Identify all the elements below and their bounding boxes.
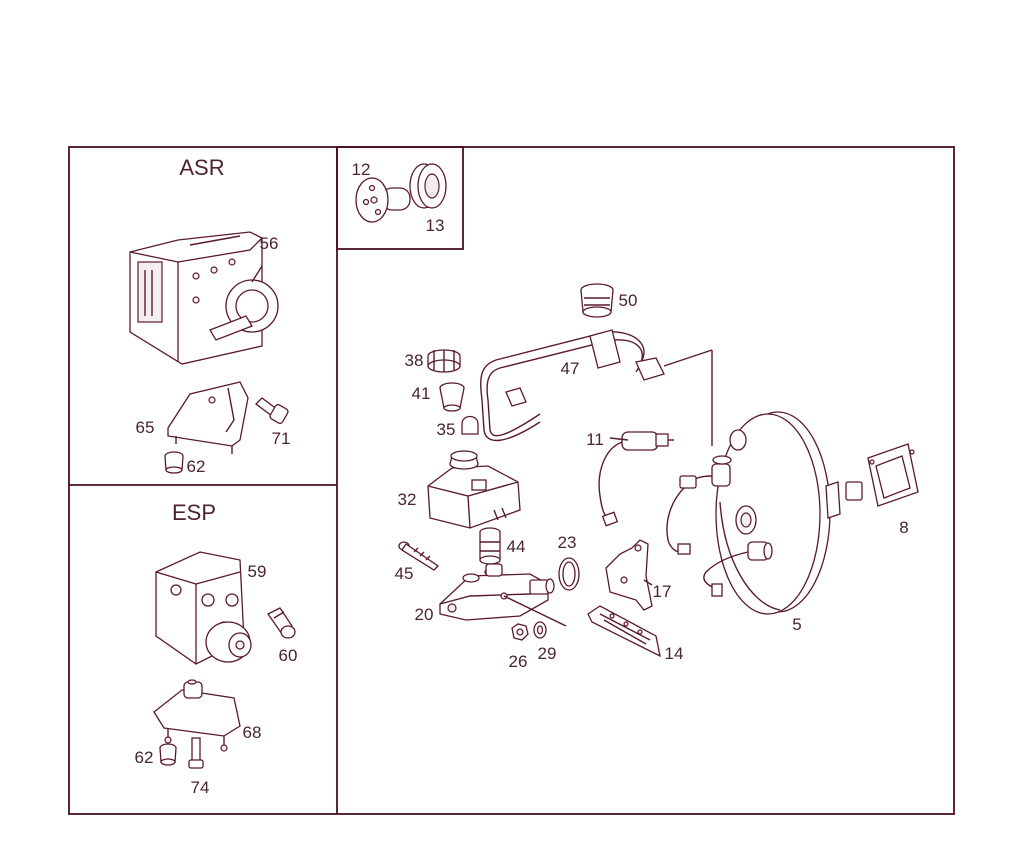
bracket [605,539,653,611]
diagram-frames [68,146,955,815]
booster-gasket [867,443,919,507]
callout-62-esp: 62 [135,748,154,767]
callout-68: 68 [243,723,262,742]
booster-sensor-lower [703,541,773,597]
booster-sensor-upper [666,455,732,555]
brake-booster [715,411,863,615]
callout-13: 13 [426,216,445,235]
inset-box [336,146,464,250]
callout-29: 29 [538,644,557,663]
callout-23: 23 [558,533,577,552]
reservoir-plug [461,415,479,435]
asr-panel-title: ASR [179,155,224,180]
esp-hydraulic-unit [155,551,252,665]
esp-pressure-sensor [267,607,296,639]
callout-35: 35 [437,420,456,439]
inset-valve-part [355,177,411,223]
callout-11: 11 [586,430,604,449]
brake-master-cylinder [439,563,567,627]
seal-ring [558,557,580,591]
stop-light-switch [598,431,674,527]
callout-26: 26 [509,652,528,671]
callout-65: 65 [136,418,155,437]
callout-5: 5 [792,615,801,634]
callout-20: 20 [415,605,434,624]
callout-labels: 56 65 71 62 59 60 68 62 74 12 13 50 47 3… [135,160,909,797]
callout-45: 45 [395,564,414,583]
vacuum-line [480,329,713,446]
callout-14: 14 [665,644,684,663]
bushing [479,527,501,565]
hose-sleeve [580,283,614,318]
asr-mounting-bracket [167,381,249,454]
esp-mounting-bracket [153,679,241,752]
leader-lines [609,437,653,586]
callout-60: 60 [279,646,298,665]
callout-74: 74 [191,778,210,797]
callout-44: 44 [507,537,526,556]
callout-62-asr: 62 [187,457,206,476]
callout-71: 71 [272,429,291,448]
callout-17: 17 [653,582,672,601]
callout-47: 47 [561,359,580,378]
callout-50: 50 [619,291,638,310]
callout-56: 56 [260,234,279,253]
pedal-cover [587,605,661,658]
washer [533,621,547,639]
asr-hydraulic-unit [129,231,279,365]
callout-59: 59 [248,562,267,581]
outer-frame [68,146,955,815]
reservoir-cap [427,349,461,373]
reservoir-filter [439,382,465,412]
asr-rubber-grommet [164,451,184,474]
reservoir-bolt [398,541,440,571]
callout-32: 32 [398,490,417,509]
esp-rubber-grommet [159,743,177,766]
asr-mounting-bolt [255,397,289,424]
esp-panel-title: ESP [172,500,216,525]
inset-seal-ring [409,163,447,209]
brake-fluid-reservoir [427,450,521,529]
esp-mounting-bolt [188,737,204,769]
callout-8: 8 [899,518,908,537]
callout-12: 12 [352,160,371,179]
callout-38: 38 [405,351,424,370]
callout-41: 41 [412,384,431,403]
nut [511,623,529,641]
